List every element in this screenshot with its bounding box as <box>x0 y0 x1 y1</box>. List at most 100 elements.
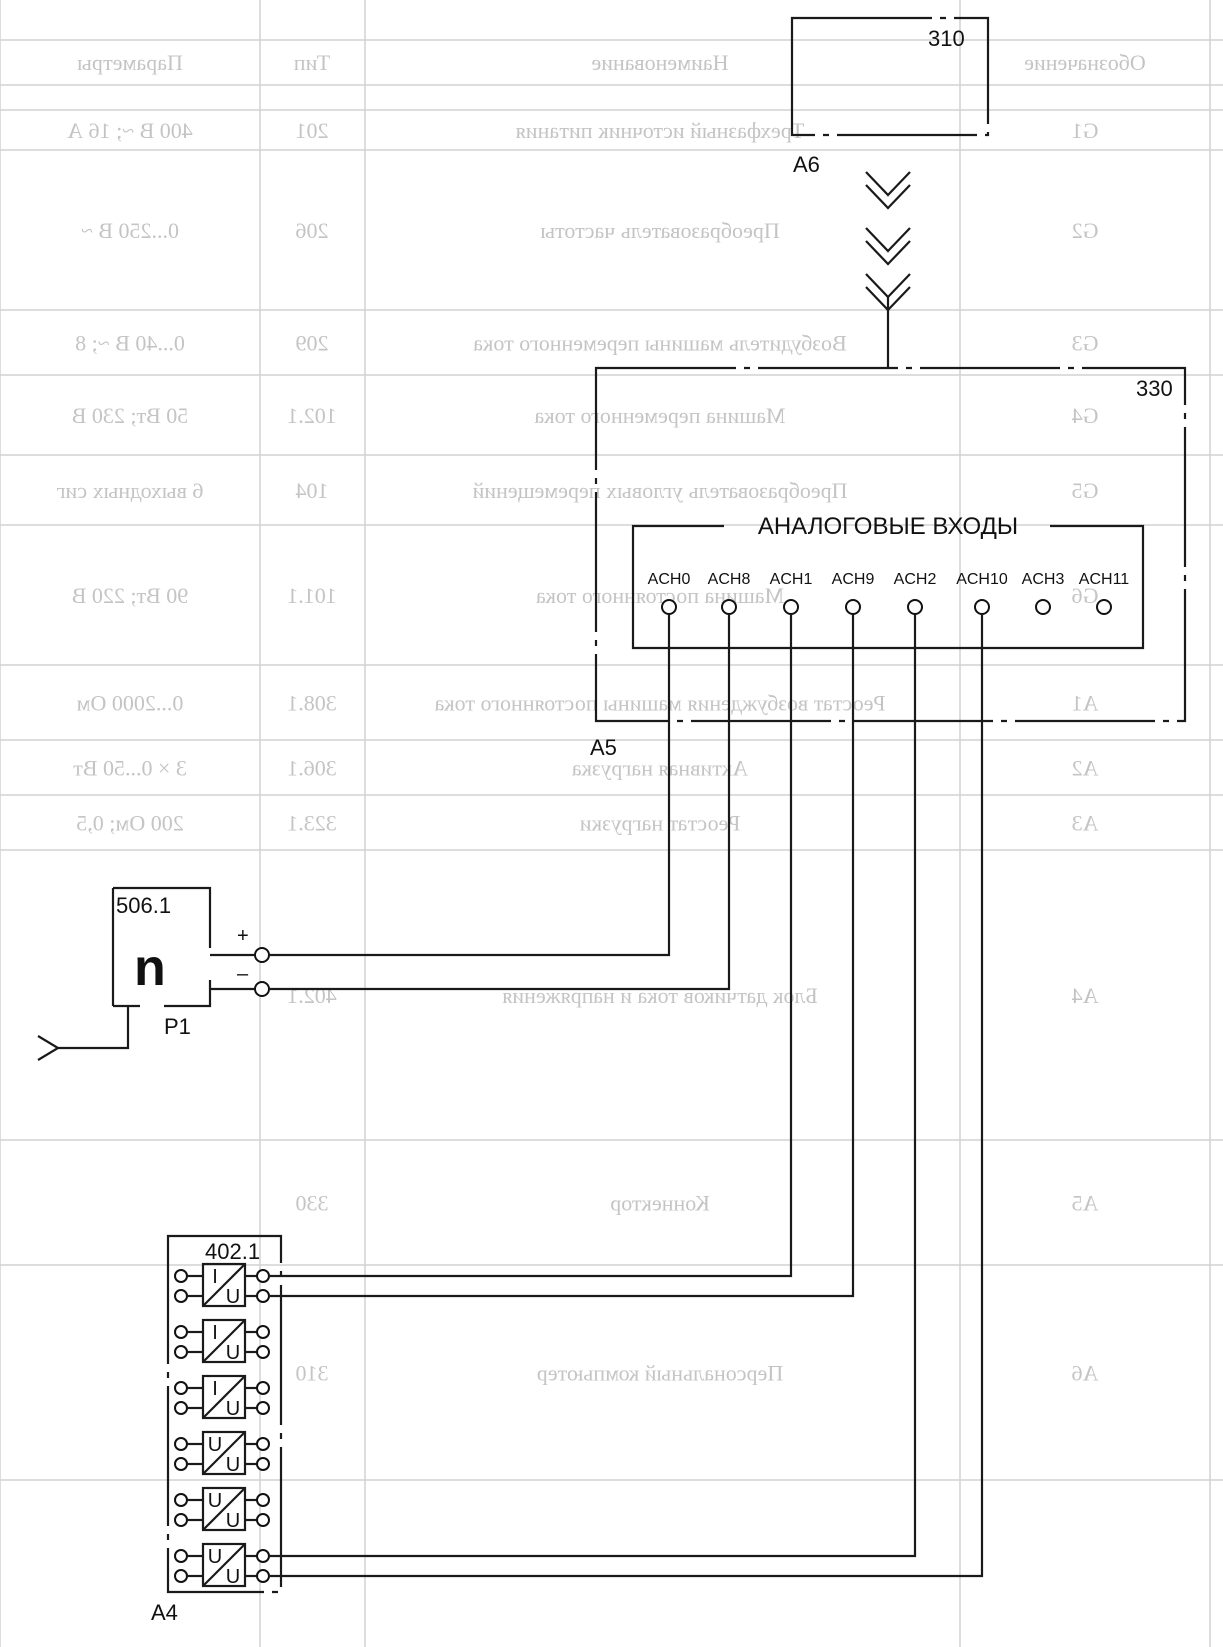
module-terminal <box>174 1437 188 1451</box>
sensor-module: UU <box>174 1430 270 1476</box>
daq-ref: A5 <box>590 735 617 760</box>
meter-symbol: n <box>134 939 166 997</box>
background-cell: 402.1 <box>287 983 337 1008</box>
converter-box <box>201 1430 247 1476</box>
module-terminal <box>174 1457 188 1471</box>
channel-label: ACH10 <box>956 571 1008 588</box>
converter-output-symbol: U <box>226 1398 240 1420</box>
background-cell: Блок датчиков тока и напряжения <box>502 983 818 1008</box>
background-header: Параметры <box>77 50 183 75</box>
meter-minus-terminal <box>254 981 270 997</box>
channel-terminal <box>661 599 677 615</box>
background-cell: 306.1 <box>287 756 337 781</box>
module-terminal <box>256 1381 270 1395</box>
meter-block: 506.1 n P1 + – <box>37 886 270 1061</box>
background-cell: A4 <box>1072 983 1099 1008</box>
channel-label: ACH11 <box>1079 571 1129 588</box>
analog-inputs-group: АНАЛОГОВЫЕ ВХОДЫ <box>631 513 1145 650</box>
module-terminal <box>174 1345 188 1359</box>
module-terminal <box>256 1345 270 1359</box>
background-cell: Машина постоянного тока <box>536 583 784 608</box>
converter-output-symbol: U <box>226 1510 240 1532</box>
sensor-module: UU <box>174 1542 270 1588</box>
signal-wire <box>269 614 917 1558</box>
background-cell: 200 Ом; 0,5 <box>76 811 183 836</box>
background-cell: Трехфазный источник питания <box>516 118 805 143</box>
meter-code: 506.1 <box>116 893 171 918</box>
background-cell: 104 <box>296 478 329 503</box>
converter-box <box>201 1374 247 1420</box>
background-header: Наименование <box>591 50 728 75</box>
background-cell: 102.1 <box>287 403 337 428</box>
converter-box <box>201 1486 247 1532</box>
channel-label: ACH3 <box>1022 571 1065 588</box>
converter-box <box>201 1542 247 1588</box>
sensor-module: IU <box>174 1374 270 1420</box>
background-cell: 0...250 В ~ <box>81 218 179 243</box>
module-terminal <box>174 1549 188 1563</box>
module-terminal <box>256 1493 270 1507</box>
background-cell: 308.1 <box>287 691 337 716</box>
converter-input-symbol: U <box>208 1434 222 1456</box>
background-cell: A3 <box>1072 811 1099 836</box>
converter-output-symbol: U <box>226 1342 240 1364</box>
background-cell: A5 <box>1072 1191 1099 1216</box>
background-cell: 90 Вт; 220 В <box>72 583 189 608</box>
module-terminal <box>256 1549 270 1563</box>
signal-wire <box>269 614 731 991</box>
background-cell: 400 В ~; 16 А <box>67 118 193 143</box>
module-terminal <box>174 1493 188 1507</box>
background-header: Обозначение <box>1024 50 1146 75</box>
background-cell: G3 <box>1072 331 1099 356</box>
background-cell: G4 <box>1072 403 1099 428</box>
background-cell: 0...2000 Ом <box>77 691 184 716</box>
signal-wire <box>269 614 855 1298</box>
sensor-code: 402.1 <box>205 1239 260 1264</box>
channel-label: ACH0 <box>648 571 691 588</box>
background-cell: 330 <box>296 1191 329 1216</box>
converter-output-symbol: U <box>226 1566 240 1588</box>
signal-wire <box>269 614 984 1578</box>
sensor-module: IU <box>174 1318 270 1364</box>
channel-label: ACH8 <box>708 571 751 588</box>
module-terminal <box>174 1289 188 1303</box>
channel-terminal <box>1096 599 1112 615</box>
background-cell: Активная нагрузка <box>572 756 749 781</box>
module-terminal <box>256 1269 270 1283</box>
channel-label: ACH9 <box>832 571 875 588</box>
module-terminal <box>256 1457 270 1471</box>
module-terminal <box>174 1513 188 1527</box>
background-cell: Преобразователь угловых перемещений <box>472 478 847 503</box>
background-cell: A2 <box>1072 756 1099 781</box>
converter-input-symbol: I <box>212 1266 218 1288</box>
background-cell: 323.1 <box>287 811 337 836</box>
module-terminal <box>256 1325 270 1339</box>
background-cell: 206 <box>296 218 329 243</box>
meter-plus-label: + <box>237 925 249 947</box>
background-cell: Возбудитель машины переменного тока <box>473 331 847 356</box>
module-terminal <box>174 1269 188 1283</box>
sensor-ref: A4 <box>151 1600 178 1625</box>
meter-plus-terminal <box>254 947 270 963</box>
module-terminal <box>174 1401 188 1415</box>
background-cell: G6 <box>1072 583 1099 608</box>
background-cell: Коннектор <box>610 1191 710 1216</box>
background-cell: A6 <box>1072 1361 1099 1386</box>
background-cell: 50 Вт; 230 В <box>72 403 189 428</box>
background-cell: Реостат возбуждения машины постоянного т… <box>434 691 885 716</box>
background-cell: Машина переменного тока <box>534 403 785 428</box>
pc-code: 310 <box>928 26 965 51</box>
module-terminal <box>256 1569 270 1583</box>
module-terminal <box>256 1401 270 1415</box>
channel-terminal <box>1035 599 1051 615</box>
converter-box <box>201 1318 247 1364</box>
background-cell: 3 × 0...50 Вт <box>73 756 187 781</box>
background-cell: 209 <box>296 331 329 356</box>
converter-box <box>201 1262 247 1308</box>
module-terminal <box>256 1289 270 1303</box>
